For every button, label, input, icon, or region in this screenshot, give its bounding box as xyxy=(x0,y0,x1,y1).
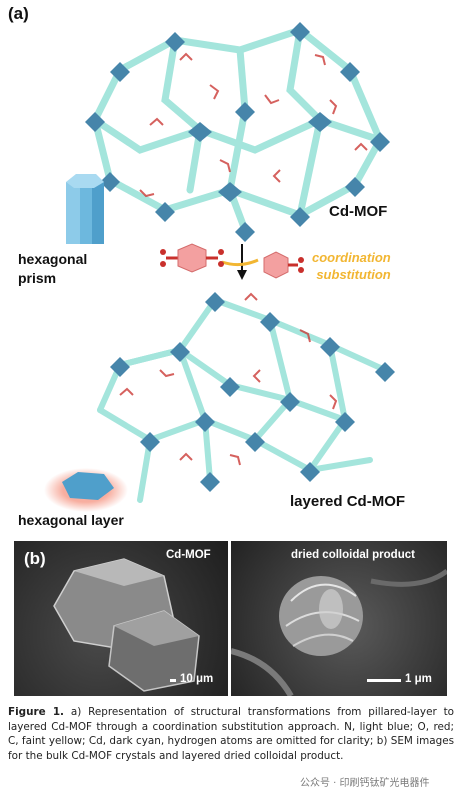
scale-bar-right xyxy=(367,679,401,682)
hexagonal-prism-label: hexagonal prism xyxy=(18,251,88,286)
scale-right-text: 1 μm xyxy=(405,673,432,685)
monocarboxylate-ligand-icon xyxy=(263,251,304,279)
panel-b-label: (b) xyxy=(24,549,46,569)
panel-a-label: (a) xyxy=(8,4,29,23)
figure-label: Figure 1. xyxy=(8,706,64,718)
layered-cd-mof-label: layered Cd-MOF xyxy=(290,493,406,510)
watermark-text: 公众号 · 印刷钙钛矿光电器件 xyxy=(298,774,432,789)
scale-left-text: 10 μm xyxy=(180,673,214,685)
scale-bar-left xyxy=(170,679,176,682)
coordination-substitution-label: coordination substitution xyxy=(312,250,391,282)
dicarboxylate-ligand-icon xyxy=(160,243,224,273)
hexagonal-layer-icon xyxy=(44,468,128,512)
hexagonal-prism-icon xyxy=(66,174,104,244)
sem-image-cd-mof: (b) Cd-MOF 10 μm xyxy=(14,541,228,696)
hexagonal-layer-label: hexagonal layer xyxy=(18,512,124,528)
cd-mof-label: Cd-MOF xyxy=(329,203,388,220)
sem-right-label: dried colloidal product xyxy=(291,549,415,561)
layered-flake-image xyxy=(231,568,447,696)
layered-cd-mof-framework xyxy=(97,292,395,503)
caption-text: a) Representation of structural transfor… xyxy=(8,706,454,762)
transformation-arrow-icon xyxy=(221,244,259,280)
mof-structure-illustration xyxy=(44,22,395,512)
cd-mof-framework xyxy=(85,22,390,242)
panel-b-label-text: (b) xyxy=(24,549,46,568)
sem-left-label: Cd-MOF xyxy=(166,549,211,561)
sem-image-dried-colloid: dried colloidal product 1 μm xyxy=(231,541,447,696)
figure-caption: Figure 1. a) Representation of structura… xyxy=(8,705,454,763)
hexagonal-crystal-image xyxy=(53,558,200,692)
